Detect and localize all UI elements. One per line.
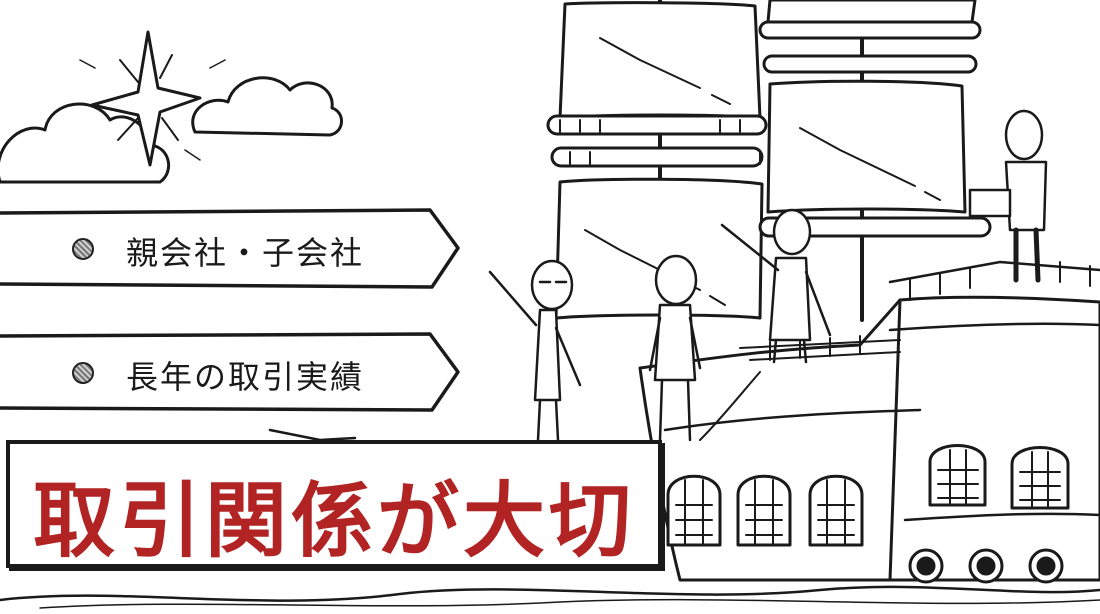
- hull-window-2: [736, 474, 792, 547]
- banner-arrow-2: [0, 332, 460, 412]
- hull-window-1: [666, 474, 722, 547]
- page-title: 取引関係が大切: [32, 474, 635, 569]
- cloud-left: [0, 102, 170, 184]
- hull-window-4: [928, 444, 987, 507]
- person-woman-right: [648, 254, 702, 442]
- sail-3: [766, 79, 967, 214]
- banner-label-1: 親会社・子会社: [126, 234, 365, 272]
- hull-window-5: [1010, 446, 1070, 510]
- person-sailor: [720, 208, 832, 364]
- star-icon: [90, 30, 202, 167]
- person-woman-glasses: [488, 259, 582, 442]
- sail-4: [766, 0, 977, 24]
- sea-line: [0, 585, 1100, 602]
- sail-1: [558, 1, 762, 120]
- banner-label-2: 長年の取引実績: [126, 358, 365, 396]
- banner-arrow-1: [0, 208, 460, 289]
- bullet-icon: [72, 238, 94, 260]
- sail-2: [554, 177, 764, 320]
- hull-window-3: [808, 474, 864, 547]
- cloud-right: [191, 76, 343, 137]
- title-box: 取引関係が大切: [6, 440, 662, 569]
- person-man-clipboard: [968, 109, 1048, 283]
- bullet-icon: [72, 362, 94, 384]
